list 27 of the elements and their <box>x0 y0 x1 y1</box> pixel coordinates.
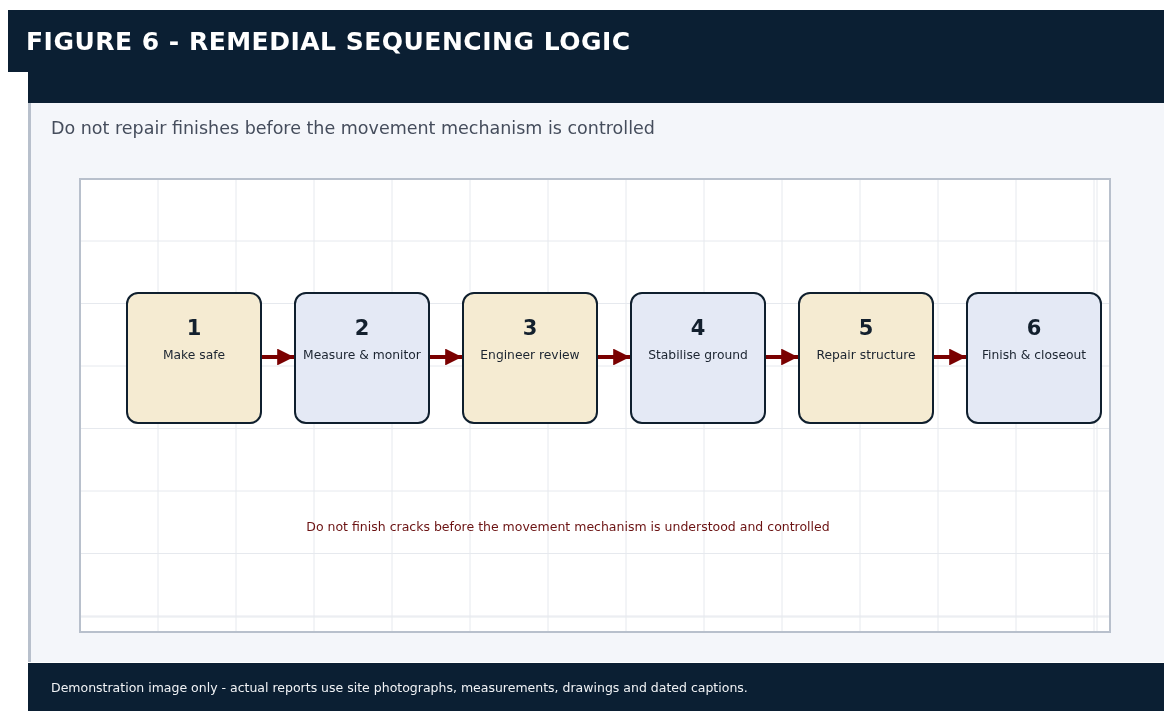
step-label: Make safe <box>161 348 227 362</box>
step-number: 1 <box>185 316 203 340</box>
arrow <box>934 348 966 366</box>
step-label: Repair structure <box>815 348 917 362</box>
arrow <box>766 348 798 366</box>
step-box <box>126 292 262 424</box>
step-label: Engineer review <box>479 348 581 362</box>
step-number: 3 <box>521 316 539 340</box>
step-box <box>630 292 766 424</box>
figure-title: FIGURE 6 - REMEDIAL SEQUENCING LOGIC <box>8 10 1164 72</box>
arrow <box>598 348 630 366</box>
step-number: 6 <box>1025 316 1043 340</box>
step-number: 5 <box>857 316 875 340</box>
step-box <box>462 292 598 424</box>
arrow <box>430 348 462 366</box>
subtitle: Do not repair finishes before the movement mechanism is controlled <box>51 118 655 138</box>
step-box <box>798 292 934 424</box>
step-number: 2 <box>353 316 371 340</box>
arrow <box>262 348 294 366</box>
warning-note: Do not finish cracks before the movement mechanism is understood and controlled <box>305 519 831 534</box>
step-box <box>294 292 430 424</box>
step-label: Stabilise ground <box>647 348 749 362</box>
footer-caption: Demonstration image only - actual reports use site photographs, measurements, drawings and dated captions. <box>51 680 748 695</box>
step-label: Finish & closeout <box>980 348 1088 362</box>
step-box <box>966 292 1102 424</box>
step-label: Measure & monitor <box>302 348 422 362</box>
step-number: 4 <box>689 316 707 340</box>
